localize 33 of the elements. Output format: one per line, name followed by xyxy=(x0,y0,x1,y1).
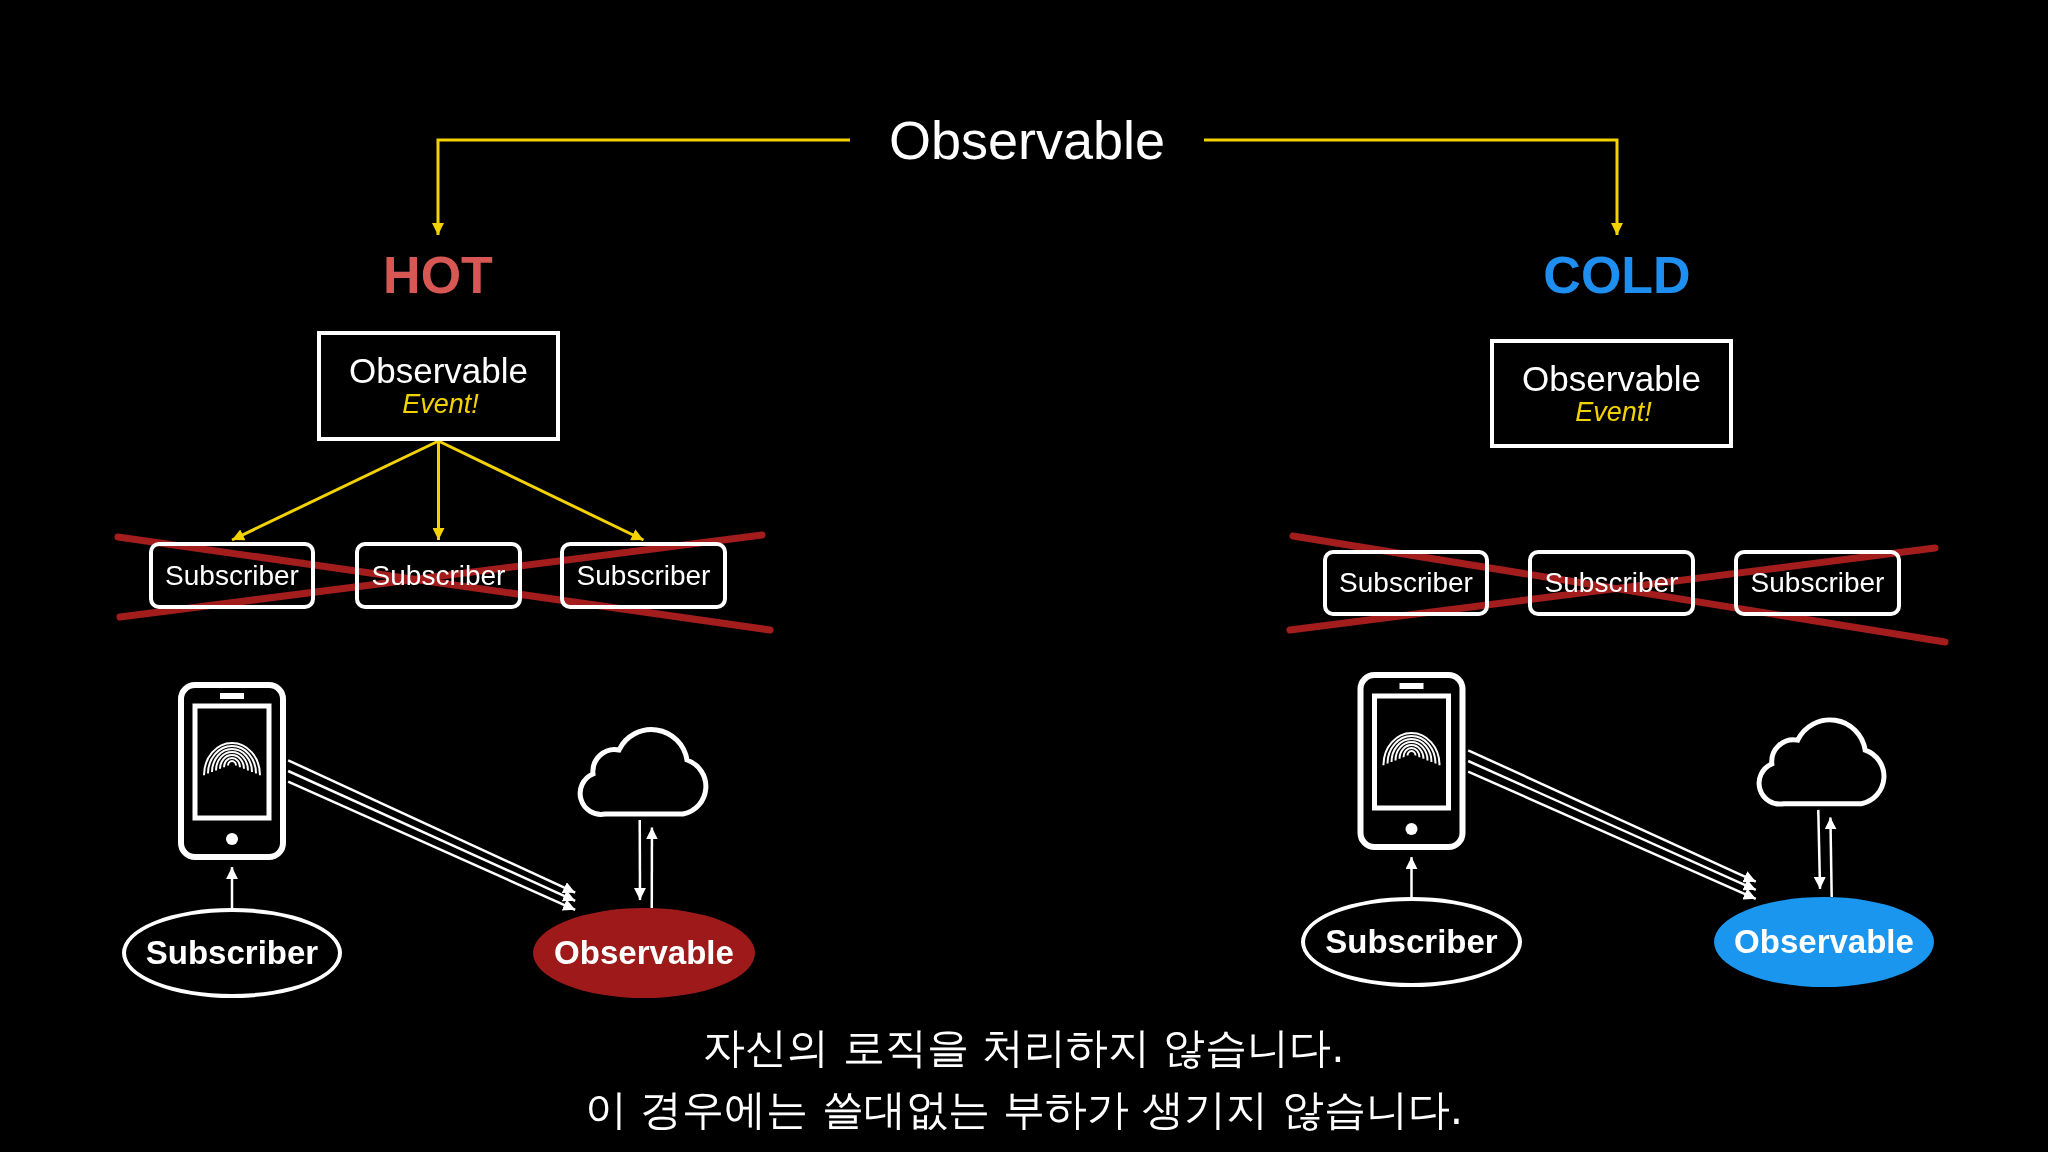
subtitle-text: 이 경우에는 쓸대없는 부하가 생기지 않습니다. xyxy=(584,1084,1464,1136)
heading: COLD xyxy=(1527,240,1707,310)
arrow xyxy=(1405,857,1418,897)
heading: HOT xyxy=(368,240,508,310)
observable-ellipse: Observable xyxy=(533,908,755,998)
event-label: Event! xyxy=(401,390,479,419)
box-title: Observable xyxy=(349,353,528,391)
arrow xyxy=(633,819,646,900)
subscriber-box: Subscriber xyxy=(560,542,727,609)
title: Observable xyxy=(850,100,1204,180)
subscriber-box: Subscriber xyxy=(149,542,315,609)
box-title: Observable xyxy=(1522,360,1701,398)
phone-icon xyxy=(1357,672,1466,850)
arrow xyxy=(432,138,850,236)
arrow xyxy=(645,827,658,908)
subtitle-text: 자신의 로직을 처리하지 않습니다. xyxy=(703,1022,1345,1074)
subscriber-box: Subscriber xyxy=(1734,550,1901,616)
arrow xyxy=(1824,817,1837,898)
event-label: Event! xyxy=(1574,397,1652,427)
arrow xyxy=(437,439,645,542)
subscriber-ellipse: Subscriber xyxy=(1301,897,1522,987)
subscriber-box: Subscriber xyxy=(1323,550,1489,616)
event-box xyxy=(1490,339,1733,448)
arrow xyxy=(1813,809,1826,889)
subscriber-ellipse: Subscriber xyxy=(122,908,342,998)
phone-icon xyxy=(178,682,286,860)
arrow xyxy=(231,439,440,542)
event-box xyxy=(317,331,560,441)
observable-ellipse: Observable xyxy=(1714,897,1934,987)
arrow xyxy=(226,867,238,908)
arrow xyxy=(432,441,445,540)
arrow xyxy=(1204,138,1623,236)
subscriber-box: Subscriber xyxy=(1528,550,1695,616)
